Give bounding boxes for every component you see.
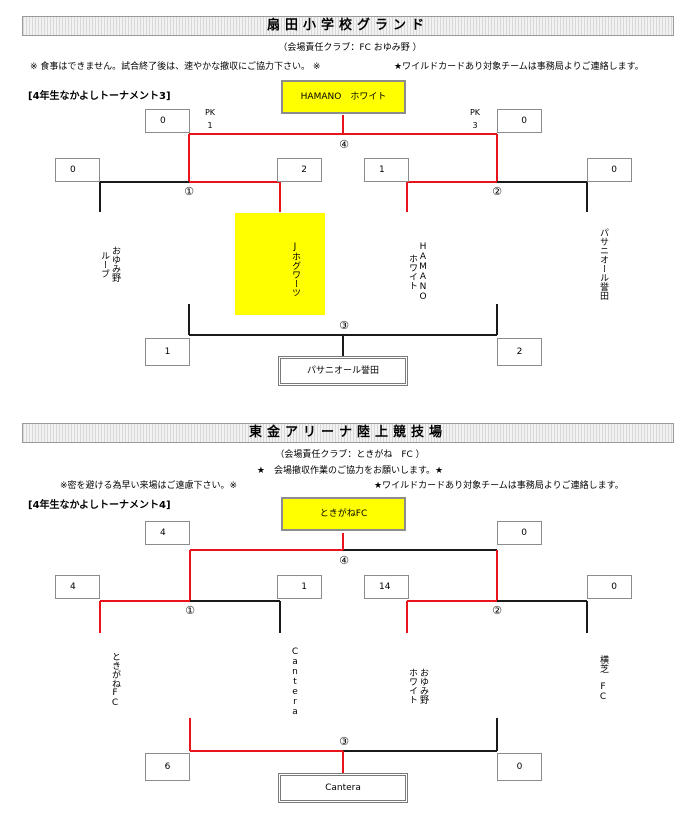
venue-banner: 扇田小学校グランド — [22, 16, 674, 36]
bracket-lines — [99, 533, 588, 773]
team-name: ときがねFC — [110, 651, 120, 708]
final-right-pk: 3 — [472, 121, 478, 130]
final-right-score: 0 — [497, 521, 542, 545]
final-left-score: 0 — [145, 109, 190, 133]
third-place-winner: パサニオール誉田 — [278, 356, 408, 386]
team-name: Cantera — [290, 647, 300, 717]
venue-1: 扇田小学校グランド （会場責任クラブ：FC おゆみ野 ） ※ 食事はできません。… — [0, 0, 700, 400]
third-place-winner: Cantera — [278, 773, 408, 803]
third-marker: ③ — [339, 735, 349, 748]
bracket-title: [4年生なかよしトーナメント4] — [28, 500, 171, 511]
third-right-score: 0 — [497, 753, 542, 781]
third-left-score: 1 — [145, 338, 190, 366]
semi1-b-score: 2 — [277, 158, 322, 182]
team-name: パサニオール誉田 — [598, 228, 608, 300]
team-name: おゆみ野 ホワイト — [407, 668, 428, 704]
team-name: Jホグワーツ — [290, 241, 300, 297]
semi2-a-score: 1 — [364, 158, 409, 182]
semi2-marker: ② — [492, 185, 502, 198]
bracket-lines — [99, 115, 588, 356]
final-left-pk-label: PK — [204, 108, 216, 117]
third-left-score: 6 — [145, 753, 190, 781]
team-highlight — [235, 213, 325, 315]
note-right: ★ワイルドカードあり対象チームは事務局よりご連絡します。 — [374, 481, 624, 491]
semi1-a-score: 0 — [55, 158, 100, 182]
final-marker: ④ — [339, 554, 349, 567]
third-marker: ③ — [339, 319, 349, 332]
semi2-marker: ② — [492, 604, 502, 617]
semi2-a-score: 14 — [364, 575, 409, 599]
champion-box: HAMANO ホワイト — [281, 80, 406, 114]
semi1-b-score: 1 — [277, 575, 322, 599]
bracket-title: [4年生なかよしトーナメント3] — [28, 91, 171, 102]
note-left: ※密を避ける為早い来場はご遠慮下さい。※ — [60, 481, 238, 491]
champion-box: ときがねFC — [281, 497, 406, 531]
semi1-marker: ① — [184, 185, 194, 198]
semi2-b-score: 0 — [587, 158, 632, 182]
team-name: HAMANO ホワイト — [407, 241, 428, 302]
responsible-club: （会場責任クラブ：FC おゆみ野 ） — [278, 43, 422, 53]
venue-banner: 東金アリーナ陸上競技場 — [22, 423, 674, 443]
team-name: 横芝 FC — [598, 654, 608, 702]
final-left-pk: 1 — [207, 121, 213, 130]
final-marker: ④ — [339, 138, 349, 151]
semi1-marker: ① — [185, 604, 195, 617]
note-center: ★ 会場撤収作業のご協力をお願いします。★ — [256, 466, 444, 476]
note-right: ★ワイルドカードあり対象チームは事務局よりご連絡します。 — [394, 62, 644, 72]
responsible-club: （会場責任クラブ：ときがね FC ） — [275, 450, 425, 460]
semi1-a-score: 4 — [55, 575, 100, 599]
team-name: おゆみ野 ルーブ — [99, 246, 120, 282]
final-left-score: 4 — [145, 521, 190, 545]
third-right-score: 2 — [497, 338, 542, 366]
note-left: ※ 食事はできません。試合終了後は、速やかな撤収にご協力下さい。 ※ — [30, 62, 321, 72]
final-right-pk-label: PK — [469, 108, 481, 117]
final-right-score: 0 — [497, 109, 542, 133]
venue-2: 東金アリーナ陸上競技場 （会場責任クラブ：ときがね FC ） ★ 会場撤収作業の… — [0, 405, 700, 834]
semi2-b-score: 0 — [587, 575, 632, 599]
